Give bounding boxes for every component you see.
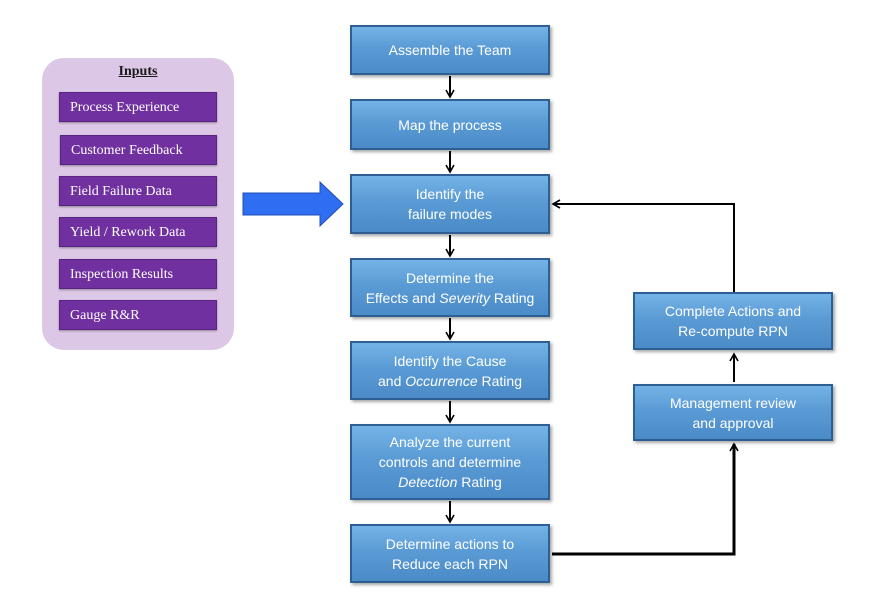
box-determine-effects: Determine the Effects and Severity Ratin… xyxy=(350,258,550,317)
input-inspection-results: Inspection Results xyxy=(59,259,217,289)
identify-failure-line1: Identify the xyxy=(415,186,485,202)
map-process-label: Map the process xyxy=(398,116,502,133)
identify-cause-line1: Identify the Cause xyxy=(393,352,507,369)
box-identify-failure-modes: Identify the failure modes xyxy=(350,174,550,234)
severity-label: Severity xyxy=(439,289,490,306)
determine-effects-line2c: Rating xyxy=(489,289,535,306)
management-review-line2: and approval xyxy=(692,414,774,431)
input-process-experience: Process Experience xyxy=(59,92,217,122)
box-map-process: Map the process xyxy=(350,99,550,150)
analyze-controls-line1: Analyze the current xyxy=(389,434,511,450)
complete-actions-line2: Re-compute RPN xyxy=(678,323,788,339)
identify-failure-line2: failure modes xyxy=(407,206,493,222)
input-flow-arrow xyxy=(242,180,344,228)
detection-label: Detection xyxy=(398,474,458,490)
analyze-controls-line3b: Rating xyxy=(457,474,502,490)
determine-actions-line2: Reduce each RPN xyxy=(392,555,508,572)
box-identify-cause: Identify the Cause and Occurrence Rating xyxy=(350,341,550,400)
complete-actions-line1: Complete Actions and xyxy=(664,303,802,319)
determine-actions-line1: Determine actions to xyxy=(385,535,515,552)
assemble-team-label: Assemble the Team xyxy=(388,42,512,58)
identify-cause-line2c: Rating xyxy=(477,372,522,389)
input-customer-feedback: Customer Feedback xyxy=(60,135,217,165)
box-complete-actions: Complete Actions and Re-compute RPN xyxy=(633,292,833,350)
management-review-line1: Management review xyxy=(669,394,797,411)
occurrence-label: Occurrence xyxy=(405,372,478,389)
identify-cause-line2a: and xyxy=(378,372,406,389)
box-management-review: Management review and approval xyxy=(633,384,833,441)
box-determine-actions: Determine actions to Reduce each RPN xyxy=(350,524,550,583)
determine-effects-line2a: Effects and xyxy=(365,289,440,306)
arrow-complete-to-identify xyxy=(551,199,735,292)
box-assemble-team: Assemble the Team xyxy=(350,25,550,75)
analyze-controls-line2: controls and determine xyxy=(378,454,522,470)
arrow-actions-to-review xyxy=(552,442,739,556)
input-gauge-rr: Gauge R&R xyxy=(59,300,217,330)
input-field-failure-data: Field Failure Data xyxy=(59,176,217,206)
box-analyze-controls: Analyze the current controls and determi… xyxy=(350,424,550,500)
input-yield-rework-data: Yield / Rework Data xyxy=(59,217,217,247)
determine-effects-line1: Determine the xyxy=(406,269,494,286)
inputs-title: Inputs xyxy=(118,64,158,79)
